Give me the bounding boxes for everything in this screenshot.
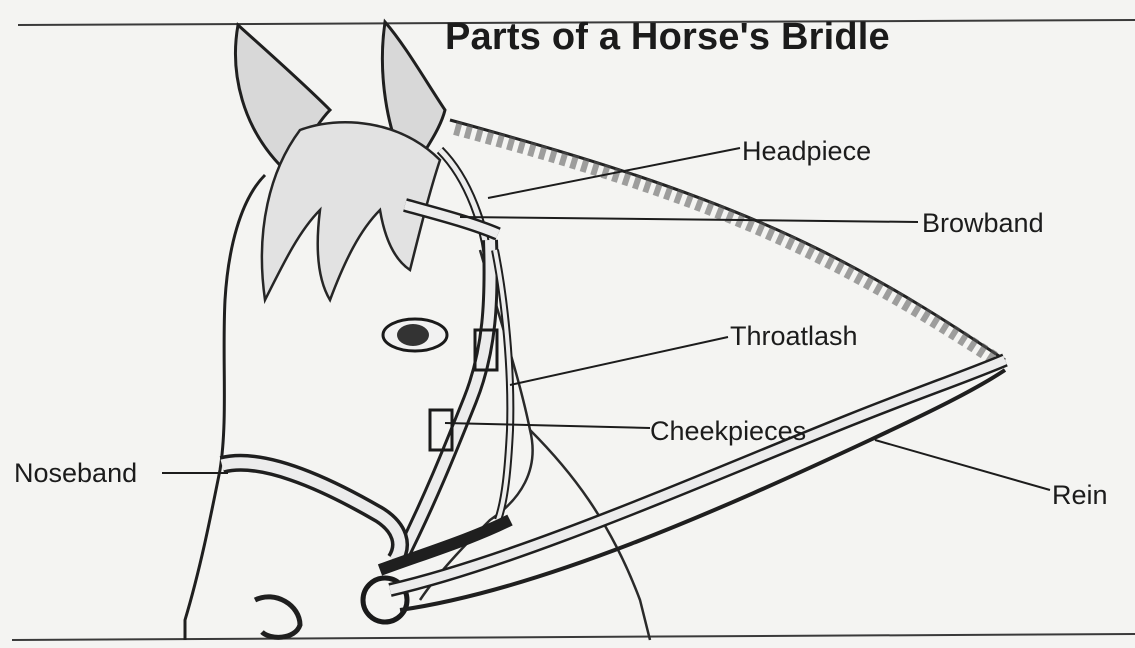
diagram-title: Parts of a Horse's Bridle [445, 16, 890, 59]
label-noseband: Noseband [14, 460, 137, 487]
rein-strap-lower [400, 370, 1005, 610]
label-throatlash: Throatlash [730, 323, 858, 350]
face-profile-outline [185, 175, 265, 640]
headpiece-strap-fill [440, 150, 488, 260]
label-cheekpieces: Cheekpieces [650, 418, 806, 445]
throatlash-leader [510, 337, 728, 385]
eye-pupil [397, 324, 429, 346]
nostril [255, 597, 300, 638]
browband-leader [460, 217, 918, 222]
noseband-strap-fill [222, 463, 400, 560]
cheekpieces-leader [445, 423, 650, 428]
cheekpiece-strap [400, 240, 491, 560]
rein-leader [875, 440, 1050, 490]
frame-bottom-line [12, 634, 1135, 640]
neck-crest-outline [450, 120, 1005, 360]
headpiece-strap [440, 150, 488, 260]
label-headpiece: Headpiece [742, 138, 871, 165]
headpiece-leader [488, 148, 740, 198]
mane-braid [455, 128, 1000, 362]
label-rein: Rein [1052, 482, 1108, 509]
label-browband: Browband [922, 210, 1044, 237]
